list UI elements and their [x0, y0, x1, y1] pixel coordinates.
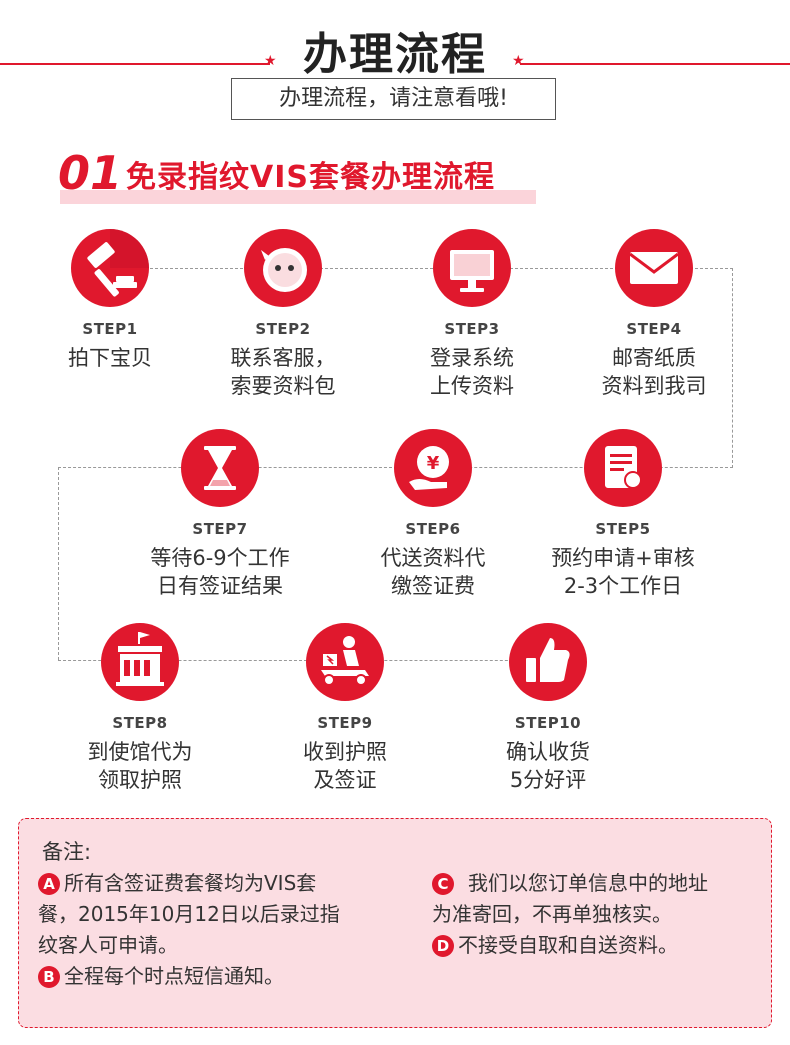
step-label: STEP6 [405, 520, 461, 538]
section-number: 01 [58, 146, 123, 200]
step-description: 上传资料 [430, 374, 514, 398]
step-description: 邮寄纸质 [612, 346, 696, 370]
step-description: 5分好评 [509, 768, 587, 792]
step-description: 到使馆代为 [87, 740, 193, 764]
note-badge: B [38, 966, 60, 988]
step-label: STEP5 [595, 520, 651, 538]
section-title-highlight [60, 190, 536, 204]
step-label: STEP8 [112, 714, 168, 732]
header-rule-left [0, 63, 270, 65]
step-description: 登录系统 [430, 346, 514, 370]
document-stamp-icon [584, 429, 662, 507]
yuan-coin-hand-icon: ¥ [394, 429, 472, 507]
notes-panel [18, 818, 772, 1028]
step-description: 日有签证结果 [157, 574, 283, 598]
flow-connector [58, 467, 59, 660]
step-description: 代送资料代 [380, 546, 486, 570]
step-description: 收到护照 [303, 740, 387, 764]
star-icon: ★ [512, 53, 525, 69]
step-description: 及签证 [313, 768, 377, 792]
step-description: 联系客服， [230, 346, 336, 370]
step-description: 索要资料包 [230, 374, 336, 398]
step-label: STEP1 [82, 320, 138, 338]
envelope-icon [615, 229, 693, 307]
note-badge: D [432, 935, 454, 957]
step-description: 等待6-9个工作 [150, 546, 290, 570]
step-label: STEP2 [255, 320, 311, 338]
hourglass-icon [181, 429, 259, 507]
note-badge: C [432, 873, 454, 895]
step-label: STEP7 [192, 520, 248, 538]
step-description: 领取护照 [98, 768, 182, 792]
step-label: STEP9 [317, 714, 373, 732]
step-description: 确认收货 [506, 740, 590, 764]
step-description: 资料到我司 [601, 374, 707, 398]
step-description: 预约申请+审核 [551, 546, 695, 570]
delivery-scooter-icon [306, 623, 384, 701]
star-icon: ★ [264, 53, 277, 69]
note-text: 餐，2015年10月12日以后录过指 [38, 902, 340, 926]
page-title: 办理流程 [303, 29, 487, 80]
flow-connector [110, 268, 733, 269]
svg-text:¥: ¥ [427, 453, 440, 474]
note-text: 我们以您订单信息中的地址 [468, 871, 708, 895]
gavel-icon [71, 229, 149, 307]
step-description: 拍下宝贝 [68, 346, 152, 370]
section-title: 免录指纹VIS套餐办理流程 [126, 160, 495, 195]
step-description: 2-3个工作日 [563, 574, 683, 598]
note-text: 纹客人可申请。 [38, 933, 178, 957]
monitor-icon [433, 229, 511, 307]
page-subtitle: 办理流程，请注意看哦! [231, 78, 556, 120]
flow-connector [732, 268, 733, 468]
step-label: STEP10 [514, 714, 582, 732]
note-badge: A [38, 873, 60, 895]
step-label: STEP4 [626, 320, 682, 338]
notes-heading: 备注: [42, 840, 92, 864]
note-text: 全程每个时点短信通知。 [64, 964, 284, 988]
note-text: 所有含签证费套餐均为VIS套 [64, 871, 317, 895]
thumbs-up-icon [509, 623, 587, 701]
embassy-building-icon [101, 623, 179, 701]
note-text: 为准寄回，不再单独核实。 [432, 902, 672, 926]
step-label: STEP3 [444, 320, 500, 338]
note-text: 不接受自取和自送资料。 [458, 933, 678, 957]
header-rule-right [520, 63, 790, 65]
chat-bubble-icon [244, 229, 322, 307]
flow-connector [58, 660, 548, 661]
step-description: 缴签证费 [391, 574, 475, 598]
